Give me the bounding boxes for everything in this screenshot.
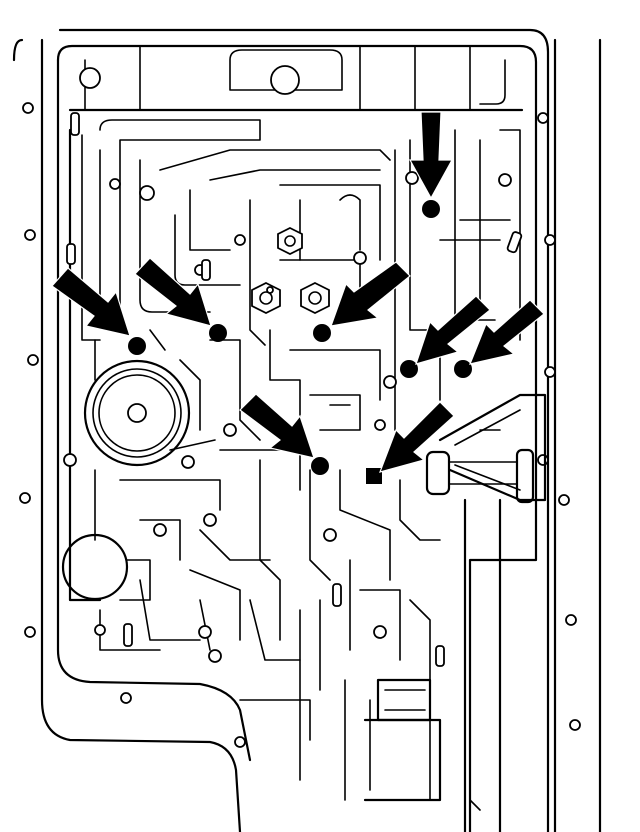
hex-bolts	[251, 226, 330, 315]
check-ball-2	[128, 337, 146, 355]
manual-linkage	[425, 393, 547, 832]
arrow-4	[330, 261, 411, 327]
pins	[66, 112, 523, 667]
arrow-3	[134, 257, 212, 327]
electrical-connector	[363, 678, 442, 802]
lower-accumulator	[61, 533, 151, 601]
arrow-6	[469, 299, 545, 365]
check-ball-8	[366, 468, 382, 484]
check-ball-7	[311, 457, 329, 475]
check-ball-1	[422, 200, 440, 218]
arrow-7	[239, 393, 315, 459]
valve-body-plate	[56, 44, 538, 832]
arrow-8	[379, 401, 455, 473]
small-plugs	[63, 171, 512, 663]
check-ball-3	[209, 324, 227, 342]
case-outline	[12, 28, 602, 832]
check-balls	[128, 200, 472, 484]
check-ball-6	[454, 360, 472, 378]
check-ball-5	[400, 360, 418, 378]
arrow-1	[408, 111, 454, 200]
arrow-5	[415, 295, 491, 365]
check-ball-4	[313, 324, 331, 342]
fluid-passages	[68, 119, 521, 801]
accumulator-piston	[83, 359, 191, 467]
bolt-holes	[19, 102, 581, 748]
arrow-2	[51, 267, 131, 337]
pointer-arrows	[51, 111, 545, 473]
